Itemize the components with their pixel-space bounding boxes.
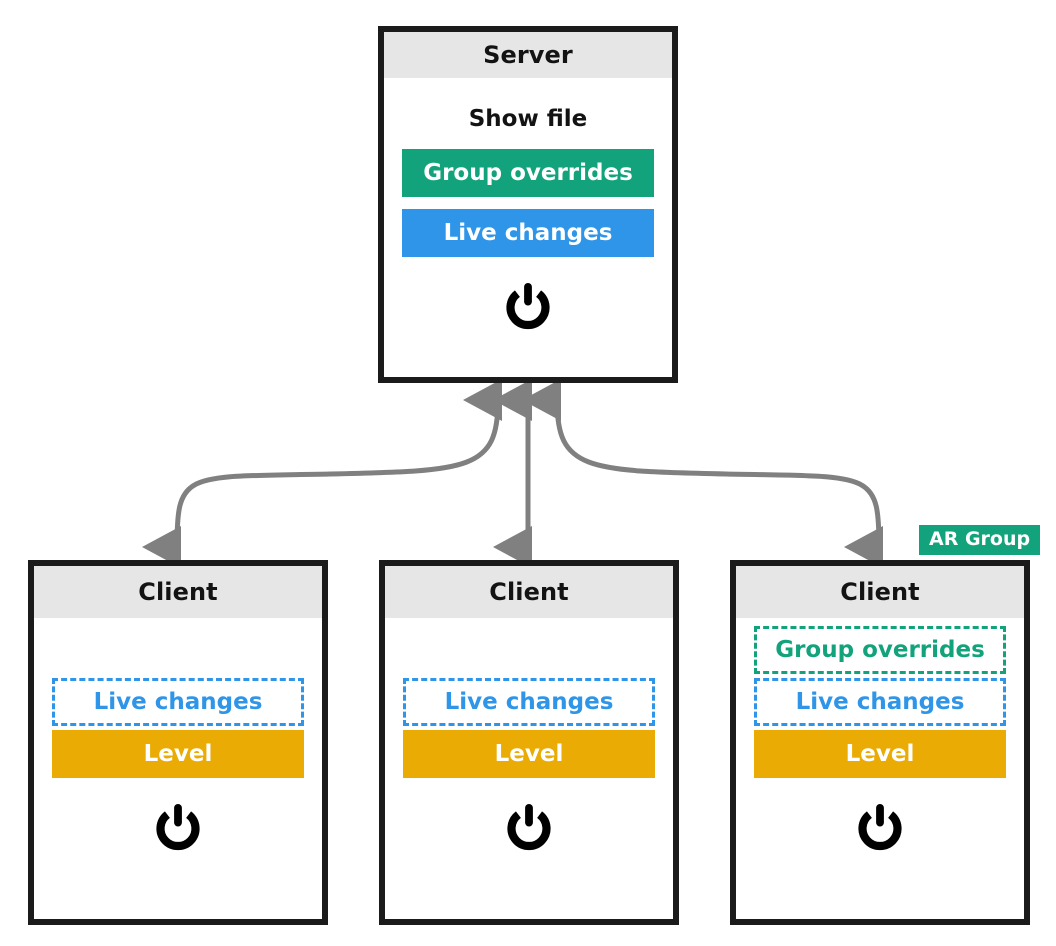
client-0-group-overrides-placeholder xyxy=(52,626,304,674)
client-1-level-chip[interactable]: Level xyxy=(403,730,655,778)
client-2-level-chip[interactable]: Level xyxy=(754,730,1006,778)
power-icon[interactable] xyxy=(505,283,551,331)
client-1-body: Live changes Level xyxy=(385,618,673,919)
connector-server-to-client-2 xyxy=(522,378,884,568)
client-2-top-pad xyxy=(754,618,1006,626)
ar-group-badge: AR Group xyxy=(919,525,1041,555)
power-icon[interactable] xyxy=(506,804,552,852)
client-0-top-pad xyxy=(52,618,304,626)
client-node-0: Client Live changes Level xyxy=(28,560,328,925)
client-node-2: Client Group overrides Live changes Leve… xyxy=(730,560,1030,925)
server-node: Server Show file Group overrides Live ch… xyxy=(378,26,678,383)
connector-server-to-client-0 xyxy=(142,379,503,569)
server-header: Server xyxy=(384,32,672,78)
client-2-group-overrides-chip[interactable]: Group overrides xyxy=(754,626,1006,674)
server-power-wrap xyxy=(402,283,654,331)
client-0-live-changes-chip[interactable]: Live changes xyxy=(52,678,304,726)
client-1-header: Client xyxy=(385,566,673,618)
server-group-overrides-chip[interactable]: Group overrides xyxy=(402,149,654,197)
client-2-header: Client xyxy=(736,566,1024,618)
server-show-file-label: Show file xyxy=(468,106,588,132)
client-0-power-wrap xyxy=(52,804,304,852)
client-2-body: Group overrides Live changes Level xyxy=(736,618,1024,919)
power-icon[interactable] xyxy=(857,804,903,852)
client-1-top-pad xyxy=(403,618,655,626)
client-node-1: Client Live changes Level xyxy=(379,560,679,925)
client-2-power-wrap xyxy=(754,804,1006,852)
server-live-changes-chip[interactable]: Live changes xyxy=(402,209,654,257)
client-1-live-changes-chip[interactable]: Live changes xyxy=(403,678,655,726)
server-body: Show file Group overrides Live changes xyxy=(384,78,672,377)
client-2-live-changes-chip[interactable]: Live changes xyxy=(754,678,1006,726)
client-1-group-overrides-placeholder xyxy=(403,626,655,674)
power-icon[interactable] xyxy=(155,804,201,852)
client-0-level-chip[interactable]: Level xyxy=(52,730,304,778)
client-1-power-wrap xyxy=(403,804,655,852)
client-0-body: Live changes Level xyxy=(34,618,322,919)
client-0-header: Client xyxy=(34,566,322,618)
